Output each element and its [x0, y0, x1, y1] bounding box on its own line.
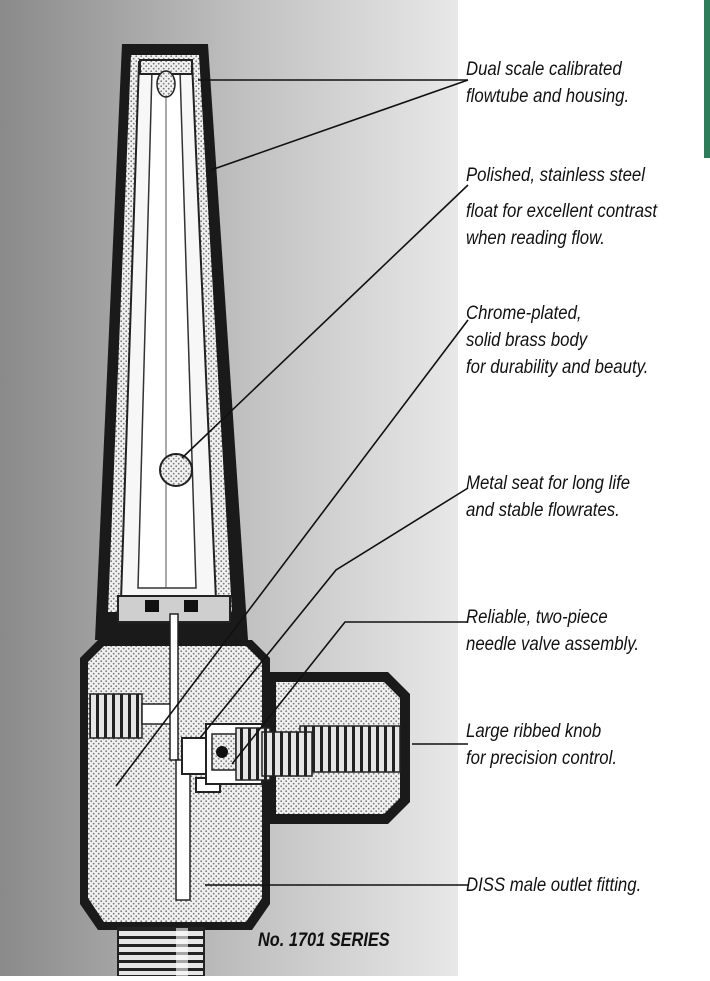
callout-line: needle valve assembly.	[466, 633, 640, 655]
callout-needle-valve: Reliable, two-piece needle valve assembl…	[466, 604, 676, 658]
valve-seat	[181, 737, 209, 775]
callout-flowtube: Dual scale calibrated flowtube and housi…	[466, 56, 676, 110]
accent-bar	[704, 0, 710, 158]
outlet-fitting	[117, 927, 205, 977]
callout-outlet: DISS male outlet fitting.	[466, 872, 676, 899]
callout-line: Dual scale calibrated	[466, 58, 622, 80]
callout-line: Chrome-plated,	[466, 302, 582, 324]
callout-line: Large ribbed knob	[466, 720, 602, 742]
leader-lines	[115, 79, 469, 886]
callout-line: solid brass body	[466, 329, 588, 351]
callout-seat: Metal seat for long life and stable flow…	[466, 470, 676, 524]
callout-line: and stable flowrates.	[466, 499, 620, 521]
series-label: No. 1701 SERIES	[258, 930, 390, 951]
callout-line: flowtube and housing.	[466, 85, 630, 107]
callout-float: Polished, stainless steel float for exce…	[466, 162, 676, 252]
callout-line: Metal seat for long life	[466, 472, 631, 494]
callout-line: float for excellent contrast	[466, 200, 658, 222]
callout-line: when reading flow.	[466, 227, 605, 249]
callout-line: for precision control.	[466, 747, 617, 769]
callout-body: Chrome-plated, solid brass body for dura…	[466, 300, 676, 381]
callout-knob: Large ribbed knob for precision control.	[466, 718, 676, 772]
float-ball	[159, 453, 193, 487]
callout-line: Polished, stainless steel	[466, 164, 645, 186]
callout-line: for durability and beauty.	[466, 356, 649, 378]
callout-line: Reliable, two-piece	[466, 606, 608, 628]
callout-line: DISS male outlet fitting.	[466, 874, 642, 896]
